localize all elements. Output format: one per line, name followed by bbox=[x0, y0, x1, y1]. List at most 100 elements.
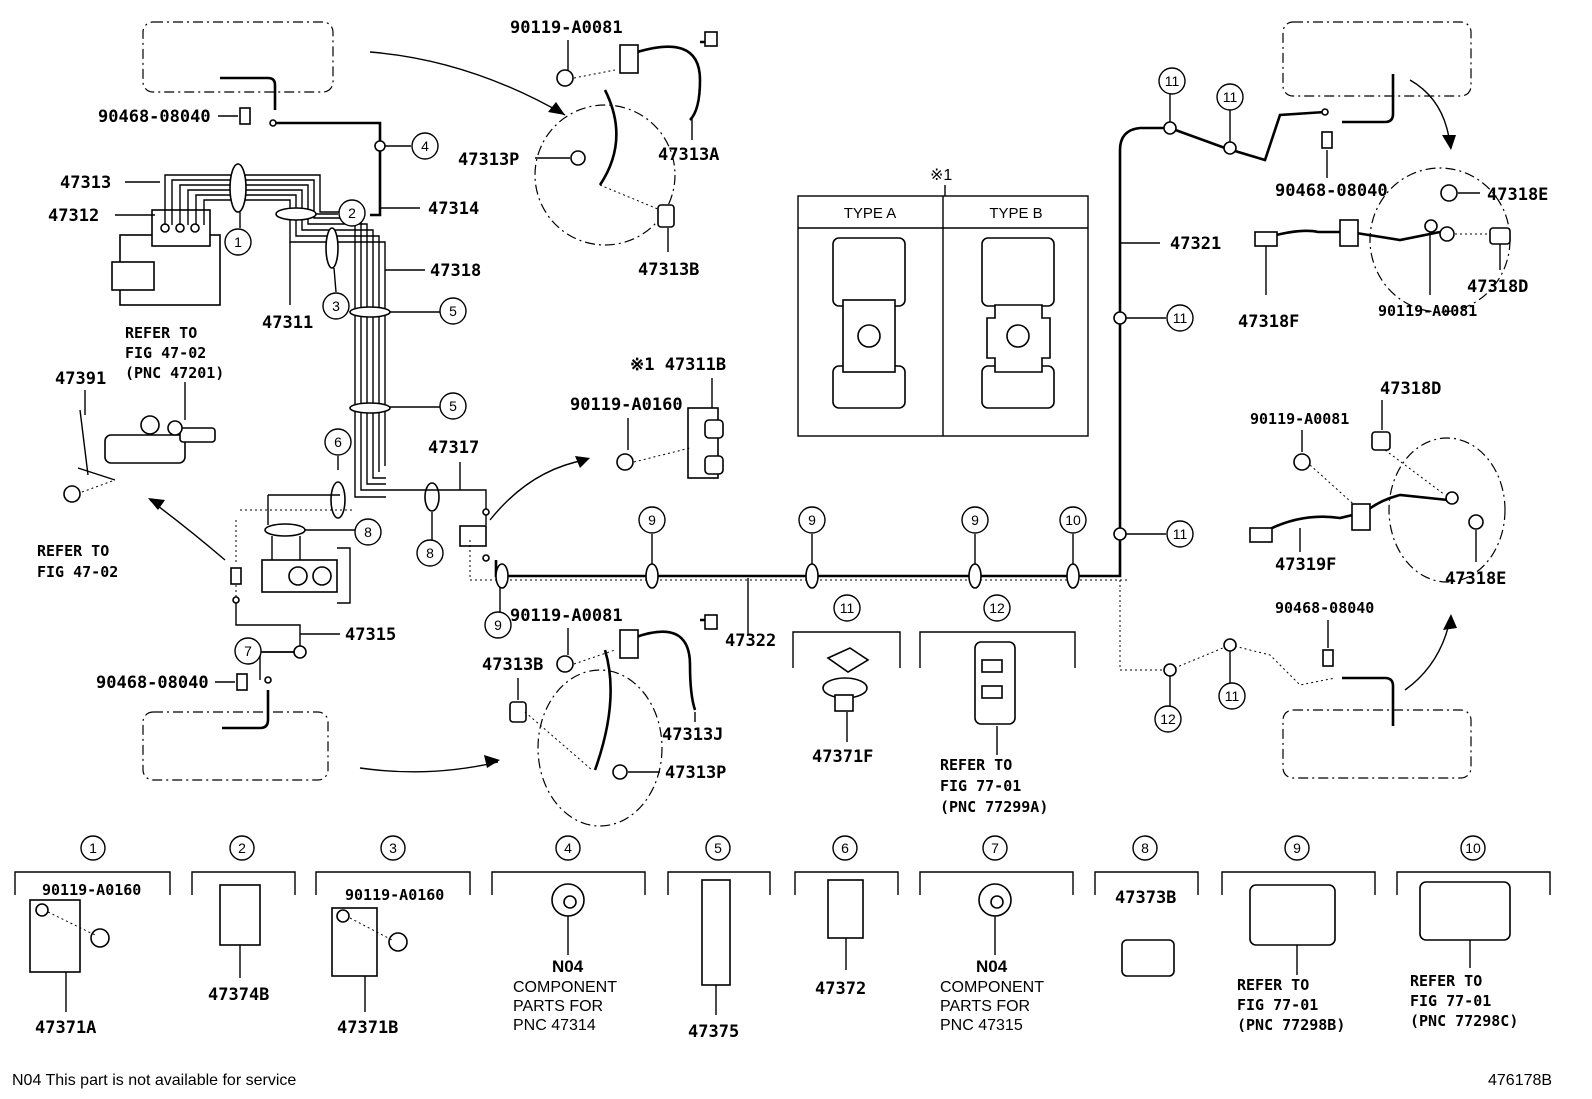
nut-icon bbox=[63, 485, 81, 503]
callout-5a: 5 bbox=[390, 297, 467, 325]
reservoir-outline-bottom-right bbox=[1282, 709, 1472, 779]
label-47311B: ※1 47311B bbox=[630, 355, 726, 375]
label-47313J: 47313J bbox=[662, 725, 723, 745]
pipe-secondary bbox=[469, 540, 1130, 581]
grommet-icon bbox=[293, 645, 307, 659]
label-47317: 47317 bbox=[428, 438, 479, 458]
svg-text:11: 11 bbox=[1225, 688, 1240, 704]
hose-47313J bbox=[627, 618, 712, 711]
label-47371F: 47371F bbox=[812, 747, 873, 767]
clip-point bbox=[1223, 141, 1237, 155]
legend-item-10: 10 REFER TO FIG 77-01 (PNC 77298C) bbox=[1396, 835, 1551, 1030]
bolt-icon bbox=[90, 928, 110, 948]
svg-text:47371A: 47371A bbox=[35, 1018, 96, 1038]
arrow-head-icon bbox=[148, 498, 165, 510]
svg-text:9: 9 bbox=[808, 512, 816, 528]
svg-text:3: 3 bbox=[389, 840, 397, 856]
label-47313B-top: 47313B bbox=[638, 260, 699, 280]
flow-arrow-top bbox=[369, 51, 566, 116]
clamp-5a bbox=[349, 306, 391, 318]
fitting-icon bbox=[264, 676, 272, 684]
flow-arrow-bottom-right bbox=[1404, 619, 1451, 691]
clip-47371F bbox=[822, 647, 870, 712]
legend-item-1: 1 90119-A0160 47371A bbox=[14, 835, 171, 1038]
bolt-icon bbox=[556, 69, 574, 87]
clamp-3 bbox=[325, 227, 339, 269]
clip-12-icon bbox=[974, 641, 1016, 725]
svg-text:9: 9 bbox=[1293, 840, 1301, 856]
callout-12b: 12 bbox=[1154, 676, 1182, 733]
bundle-line-2 bbox=[171, 179, 386, 491]
washer-icon bbox=[612, 764, 628, 780]
callout-4: 4 bbox=[374, 132, 439, 160]
label-47321: 47321 bbox=[1170, 234, 1221, 254]
type-a-heading: TYPE A bbox=[844, 205, 897, 222]
callout-11e: 11 bbox=[1126, 520, 1194, 548]
arrow-head-icon bbox=[1442, 135, 1456, 150]
svg-text:4: 4 bbox=[421, 138, 429, 154]
clip-point bbox=[1223, 638, 1237, 652]
arrow-head-icon bbox=[1443, 614, 1457, 630]
type-b-bracket-icon bbox=[981, 237, 1055, 409]
hose-bracket bbox=[1351, 503, 1371, 531]
hose-bracket bbox=[619, 629, 639, 659]
pipe-47321 bbox=[1118, 110, 1326, 537]
label-90468-08040-bl: 90468-08040 bbox=[96, 673, 209, 693]
master-cylinder bbox=[63, 409, 216, 503]
pipe-47314 bbox=[276, 121, 382, 217]
svg-text:9: 9 bbox=[648, 512, 656, 528]
fitting-icon bbox=[232, 596, 240, 604]
callout-1: 1 bbox=[224, 212, 252, 256]
bracket-11 bbox=[792, 631, 901, 668]
svg-text:47373B: 47373B bbox=[1115, 888, 1176, 908]
hose-fitting bbox=[704, 614, 718, 630]
arrow-head-icon bbox=[548, 102, 565, 115]
bolt-icon bbox=[616, 453, 634, 471]
reservoir-outline-top bbox=[142, 21, 334, 93]
hose-clip-icon bbox=[230, 567, 242, 585]
svg-text:47372: 47372 bbox=[815, 979, 866, 999]
label-90119-A0081-bot: 90119-A0081 bbox=[510, 606, 623, 626]
callout-7: 7 bbox=[234, 637, 294, 665]
clip-47372-icon bbox=[827, 879, 864, 939]
union-bolt-icon bbox=[1489, 227, 1511, 245]
label-47391: 47391 bbox=[55, 369, 106, 389]
svg-text:8: 8 bbox=[426, 545, 434, 561]
label-90119-A0160-mid: 90119-A0160 bbox=[570, 395, 683, 415]
svg-text:REFER TO: REFER TO bbox=[1410, 972, 1482, 990]
callout-9a: 9 bbox=[484, 588, 512, 639]
svg-text:5: 5 bbox=[449, 303, 457, 319]
svg-text:5: 5 bbox=[714, 840, 722, 856]
svg-text:FIG 77-01: FIG 77-01 bbox=[1410, 992, 1491, 1010]
legend-item-3: 3 90119-A0160 47371B bbox=[315, 835, 471, 1038]
svg-text:11: 11 bbox=[1165, 73, 1180, 89]
svg-text:REFER TO: REFER TO bbox=[1237, 976, 1309, 994]
hose-fitting bbox=[1249, 527, 1273, 543]
arrow-head-icon bbox=[484, 755, 500, 768]
label-90119-A0081-mr: 90119-A0081 bbox=[1250, 410, 1349, 428]
assembly-line bbox=[573, 649, 616, 665]
svg-text:4: 4 bbox=[564, 840, 572, 856]
label-90468-08040-br: 90468-08040 bbox=[1275, 599, 1374, 617]
label-refer-47-02-line1: REFER TO bbox=[37, 542, 109, 560]
svg-text:47371B: 47371B bbox=[337, 1018, 398, 1038]
clamp-9b bbox=[645, 563, 659, 589]
assembly-line bbox=[1309, 464, 1361, 511]
label-47313A: 47313A bbox=[658, 145, 719, 165]
legend-item-6: 6 47372 bbox=[794, 835, 899, 999]
svg-text:PARTS FOR: PARTS FOR bbox=[513, 998, 603, 1015]
clamp-9d bbox=[968, 563, 982, 589]
flow-arrow-junction bbox=[489, 459, 586, 521]
legend-item-2: 2 47374B bbox=[191, 835, 296, 1005]
figure-id: 476178B bbox=[1488, 1072, 1552, 1089]
label-refer-47-02-line2: FIG 47-02 bbox=[37, 563, 118, 581]
clamp-8a bbox=[424, 482, 440, 512]
label-47313: 47313 bbox=[60, 173, 111, 193]
clip-point bbox=[1163, 663, 1177, 677]
callout-6: 6 bbox=[324, 428, 352, 470]
legend-item-8: 8 47373B bbox=[1094, 835, 1199, 977]
type-box-marker: ※1 bbox=[930, 167, 952, 184]
svg-text:PNC 47315: PNC 47315 bbox=[940, 1017, 1023, 1034]
label-47312: 47312 bbox=[48, 206, 99, 226]
